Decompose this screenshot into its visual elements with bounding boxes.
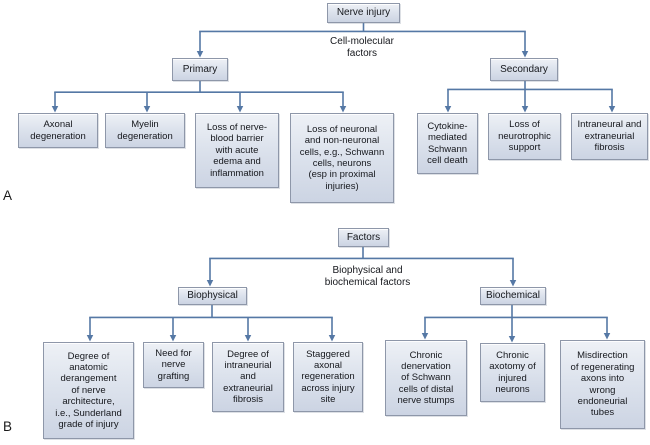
connector-label-biophysical-biochemical-factors: Biophysical and biochemical factors	[324, 265, 411, 288]
node-neurotrophic-support-loss: Loss of neurotrophic support	[488, 113, 561, 160]
connector-label-cell-molecular-factors: Cell-molecular factors	[330, 36, 394, 59]
node-secondary: Secondary	[490, 58, 558, 81]
node-chronic-axotomy: Chronic axotomy of injured neurons	[480, 343, 545, 402]
node-nerve-injury: Nerve injury	[327, 3, 400, 23]
node-anatomic-derangement: Degree of anatomic derangement of nerve …	[43, 342, 134, 439]
node-chronic-denervation: Chronic denervation of Schwann cells of …	[385, 340, 467, 416]
node-staggered-regeneration: Staggered axonal regeneration across inj…	[293, 342, 363, 412]
node-degree-fibrosis: Degree of intraneurial and extraneurial …	[212, 342, 284, 412]
node-intraneural-extraneurial-fibrosis: Intraneural and extraneurial fibrosis	[571, 113, 648, 160]
node-primary: Primary	[172, 58, 228, 81]
panel-label-b: B	[3, 419, 13, 434]
node-nerve-blood-barrier-loss: Loss of nerve- blood barrier with acute …	[195, 113, 279, 188]
panel-label-a: A	[3, 188, 13, 203]
node-biochemical: Biochemical	[480, 287, 546, 305]
node-myelin-degeneration: Myelin degeneration	[105, 113, 185, 148]
node-neuronal-cell-loss: Loss of neuronal and non-neuronal cells,…	[290, 113, 394, 203]
node-need-nerve-grafting: Need for nerve grafting	[143, 342, 204, 388]
node-cytokine-schwann-death: Cytokine- mediated Schwann cell death	[417, 113, 478, 174]
node-factors: Factors	[338, 228, 389, 247]
node-axon-misdirection: Misdirection of regenerating axons into …	[560, 340, 645, 429]
node-axonal-degeneration: Axonal degeneration	[18, 113, 98, 148]
node-biophysical: Biophysical	[178, 287, 247, 305]
